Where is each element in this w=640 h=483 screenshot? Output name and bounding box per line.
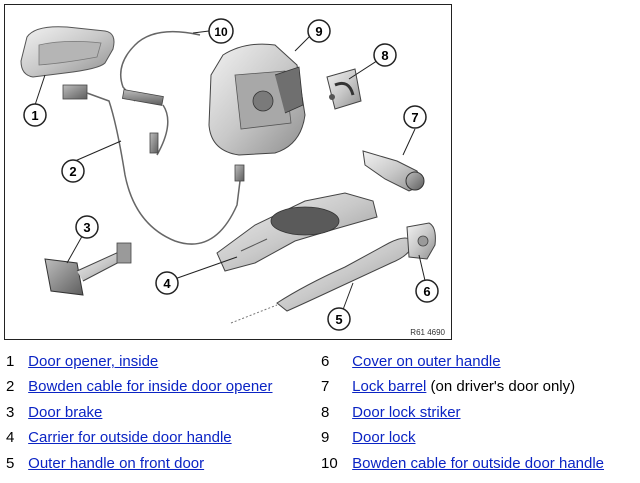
legend-note: (on driver's door only): [430, 378, 576, 395]
callout-6: 6: [415, 279, 439, 303]
part-carrier-outside-handle: [216, 192, 378, 272]
part-handle-cover: [406, 222, 436, 260]
legend-link[interactable]: Bowden cable for inside door opener: [28, 378, 273, 395]
callout-markers: 1 2 3 4 5 6 7 8 9 10: [23, 18, 439, 331]
callout-1: 1: [23, 103, 47, 127]
svg-text:9: 9: [315, 24, 322, 39]
svg-text:4: 4: [163, 276, 171, 291]
legend-number: 2: [6, 378, 15, 395]
legend-link[interactable]: Lock barrel: [352, 378, 427, 395]
part-door-lock: [208, 43, 306, 156]
legend-link[interactable]: Door lock striker: [352, 404, 461, 421]
svg-text:5: 5: [335, 312, 342, 327]
legend-link[interactable]: Door brake: [28, 404, 103, 421]
legend-item: 6 Cover on outer handle: [321, 350, 501, 374]
callout-5: 5: [327, 307, 351, 331]
svg-text:1: 1: [31, 108, 38, 123]
legend-item: 9 Door lock: [321, 426, 416, 450]
svg-text:8: 8: [381, 48, 388, 63]
legend-link[interactable]: Cover on outer handle: [352, 353, 501, 370]
figure-code: R61 4690: [410, 328, 445, 337]
legend-number: 7: [321, 378, 330, 395]
callout-7: 7: [403, 105, 427, 129]
callout-2: 2: [61, 159, 85, 183]
exploded-diagram: 1 2 3 4 5 6 7 8 9 10 R61 4690: [4, 4, 452, 340]
legend-number: 4: [6, 429, 15, 446]
callout-10: 10: [208, 18, 234, 44]
legend-item: 8 Door lock striker: [321, 401, 461, 425]
legend-item: 4 Carrier for outside door handle: [6, 426, 232, 450]
svg-text:2: 2: [69, 164, 76, 179]
legend-link[interactable]: Door lock: [352, 429, 416, 446]
legend-number: 6: [321, 353, 330, 370]
legend-link[interactable]: Bowden cable for outside door handle: [352, 455, 605, 472]
part-bowden-cable-outside: [120, 30, 201, 156]
legend-number: 1: [6, 353, 15, 370]
legend-number: 5: [6, 455, 15, 472]
diagram-svg: 1 2 3 4 5 6 7 8 9 10: [20, 18, 439, 331]
legend-item: 5 Outer handle on front door: [6, 452, 204, 476]
part-lock-barrel: [362, 150, 425, 192]
svg-text:6: 6: [423, 284, 430, 299]
parts-legend: 1 Door opener, inside 2 Bowden cable for…: [0, 350, 640, 480]
legend-link[interactable]: Door opener, inside: [28, 353, 159, 370]
legend-item: 1 Door opener, inside: [6, 350, 158, 374]
legend-link[interactable]: Carrier for outside door handle: [28, 429, 232, 446]
svg-text:3: 3: [83, 220, 90, 235]
legend-number: 3: [6, 404, 15, 421]
legend-item: 3 Door brake: [6, 401, 102, 425]
svg-text:7: 7: [411, 110, 418, 125]
legend-number: 10: [321, 455, 338, 472]
part-door-lock-striker: [326, 68, 362, 110]
part-door-brake: [44, 242, 132, 296]
legend-item: 10 Bowden cable for outside door handle: [321, 452, 604, 476]
legend-number: 9: [321, 429, 330, 446]
legend-item: 2 Bowden cable for inside door opener: [6, 375, 273, 399]
callout-4: 4: [155, 271, 179, 295]
callout-9: 9: [307, 19, 331, 43]
legend-number: 8: [321, 404, 330, 421]
part-door-opener-inside: [20, 26, 115, 78]
svg-text:10: 10: [214, 25, 228, 39]
callout-3: 3: [75, 215, 99, 239]
legend-link[interactable]: Outer handle on front door: [28, 455, 205, 472]
legend-item: 7 Lock barrel (on driver's door only): [321, 375, 575, 399]
part-bowden-cable-inside: [62, 84, 245, 245]
callout-8: 8: [373, 43, 397, 67]
